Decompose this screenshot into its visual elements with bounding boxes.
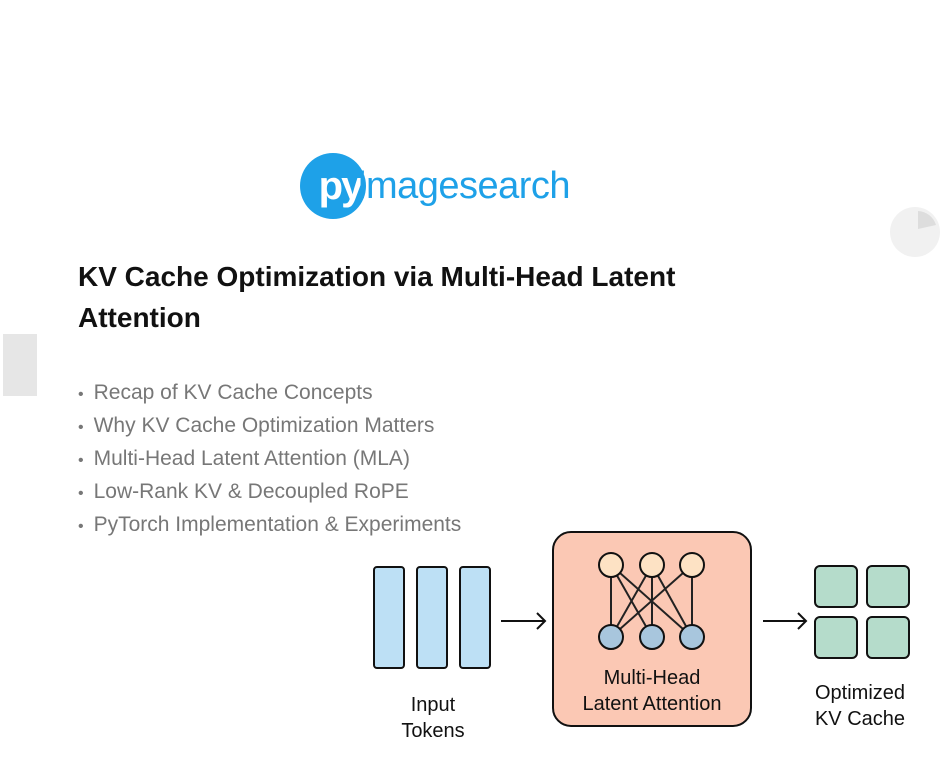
arrow-icon <box>763 612 808 630</box>
page-title: KV Cache Optimization via Multi-Head Lat… <box>78 261 676 333</box>
label-line: Latent Attention <box>582 693 722 715</box>
top-nodes <box>598 552 705 578</box>
list-item: Multi-Head Latent Attention (MLA) <box>78 442 461 475</box>
logo-mark: py <box>300 153 366 219</box>
label-line: Tokens <box>401 720 465 742</box>
label-line: Input <box>410 694 456 716</box>
pyimagesearch-logo: py imagesearch <box>300 153 571 219</box>
arrow-icon <box>501 612 547 630</box>
mla-label: Multi-Head Latent Attention <box>553 665 751 717</box>
logo-wordmark: imagesearch <box>358 164 571 207</box>
label-line: Multi-Head <box>603 667 701 689</box>
bottom-nodes <box>598 624 705 650</box>
input-tokens-label: Input Tokens <box>374 692 492 744</box>
list-item: PyTorch Implementation & Experiments <box>78 508 462 541</box>
label-line: Optimized <box>814 682 906 704</box>
list-item: Low-Rank KV & Decoupled RoPE <box>78 475 461 508</box>
topic-list: Recap of KV Cache Concepts Why KV Cache … <box>78 376 462 541</box>
list-item: Why KV Cache Optimization Matters <box>78 409 461 442</box>
decorative-pie-icon <box>890 207 940 257</box>
label-line: KV Cache <box>814 708 906 730</box>
decorative-sidebar-strip <box>3 334 37 396</box>
kv-cache-label: Optimized KV Cache <box>795 680 925 732</box>
list-item: Recap of KV Cache Concepts <box>78 376 461 409</box>
input-tokens <box>373 566 491 669</box>
kv-cache-blocks <box>814 565 910 659</box>
